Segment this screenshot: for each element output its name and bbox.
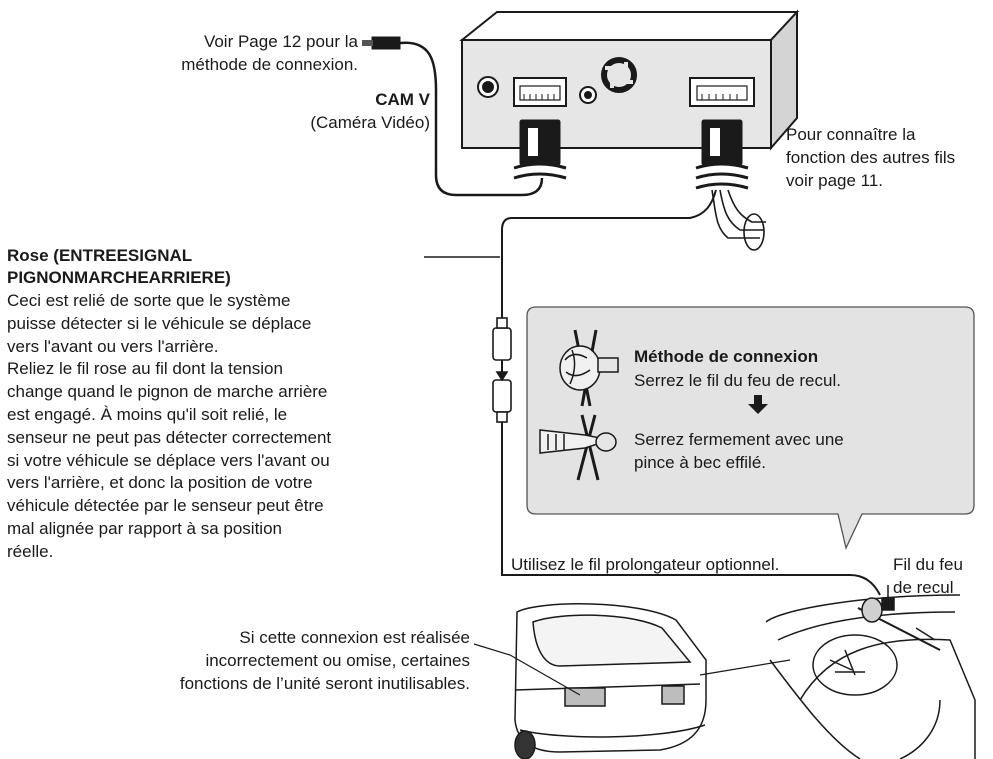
- warning-text: Si cette connexion est réalisée incorrec…: [179, 628, 470, 693]
- reverse-wire-label: Fil du feu de recul: [893, 555, 963, 597]
- harness-plug-right: [695, 119, 749, 190]
- head-unit: [459, 9, 800, 151]
- extension-wire-text: Utilisez le fil prolongateur optionnel.: [511, 555, 780, 574]
- pink-wire-description: Ceci est relié de sorte que le système p…: [7, 291, 332, 561]
- camera-subtitle: (Caméra Vidéo): [310, 113, 430, 132]
- down-arrow-icon: [748, 395, 768, 414]
- crimp-pliers-icon-bottom: [539, 414, 617, 481]
- method-title: Méthode de connexion: [634, 347, 819, 366]
- harness-plug-left: [513, 119, 567, 180]
- camera-title: CAM V: [375, 90, 430, 109]
- crimp-connector-icon-top: [559, 329, 619, 407]
- method-step-1: Serrez le fil du feu de recul.: [634, 371, 841, 390]
- method-step-2: Serrez fermement avec une pince à bec ef…: [634, 430, 844, 472]
- camera-cable: [362, 36, 544, 197]
- pink-wire-title: Rose (ENTREESIGNAL PIGNONMARCHEARRIERE): [7, 246, 231, 287]
- connection-method-callout: [526, 306, 975, 550]
- trunk-closeup-illustration: [699, 585, 976, 759]
- other-wires-text: Pour connaître la fonction des autres fi…: [786, 125, 956, 190]
- other-wires-bundle: [711, 189, 766, 251]
- car-rear-illustration: [473, 603, 707, 759]
- pink-wire: [424, 189, 881, 596]
- camera-reference-text: Voir Page 12 pour la méthode de connexio…: [181, 32, 358, 74]
- inline-connector: [492, 317, 512, 423]
